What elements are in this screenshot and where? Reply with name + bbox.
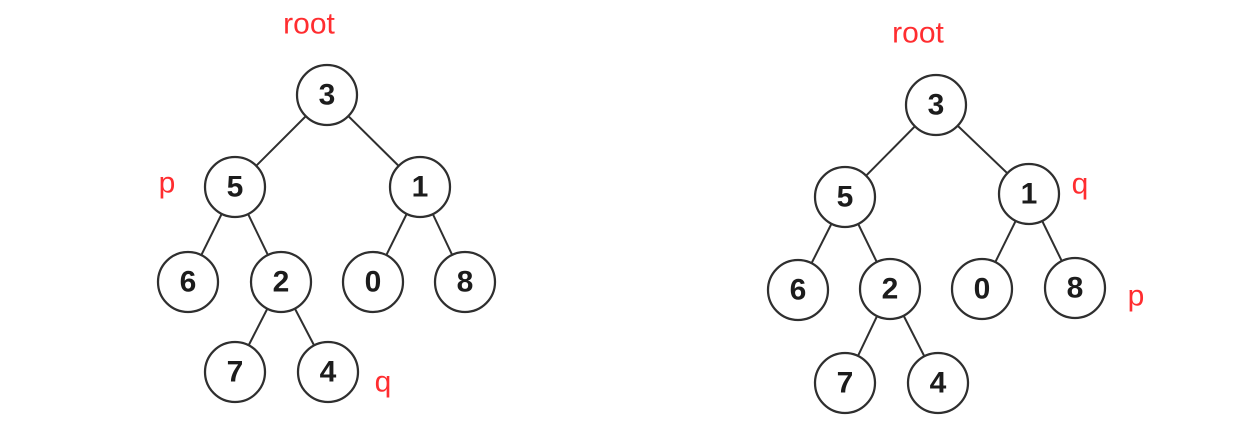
right-tree: 3 5 1 6 2 0 8 7 4 root q p [766,17,1145,415]
left-tree-node-5-value: 5 [227,171,244,204]
left-tree-node-3-circle [295,63,359,127]
right-tree-node-1-value: 1 [1021,178,1038,211]
left-tree-node-2-circle [249,250,313,314]
right-tree-node-4-value: 4 [930,367,947,400]
right-tree-label-root: root [892,17,944,50]
right-tree-node-2-value: 2 [882,273,899,306]
right-tree-node-0-circle [950,257,1014,321]
right-tree-node-1-circle [997,162,1061,226]
right-tree-node-6-value: 6 [790,274,807,307]
right-tree-label-q: q [1072,168,1089,201]
right-tree-node-4-circle [906,351,970,415]
left-tree-node-2-value: 2 [273,266,290,299]
left-tree-node-4-value: 4 [320,356,337,389]
right-tree-node-7-circle [813,351,877,415]
right-tree-node-5-circle [813,165,877,229]
left-tree-node-7-circle [203,340,267,404]
right-tree-node-3-circle [904,73,968,137]
right-tree-node-7-value: 7 [837,367,854,400]
left-tree-node-8-circle [433,250,497,314]
left-tree-node-0-circle [341,250,405,314]
left-tree-node-1-circle [388,155,452,219]
right-tree-label-p: p [1128,280,1145,313]
right-tree-node-5-value: 5 [837,181,854,214]
right-tree-node-8-circle [1043,256,1107,320]
right-tree-node-2-circle [858,257,922,321]
left-tree-node-6-value: 6 [180,266,197,299]
left-tree-node-3-value: 3 [319,79,336,112]
left-tree-node-8-value: 8 [457,266,474,299]
right-tree-node-8-value: 8 [1067,272,1084,305]
left-tree-node-1-value: 1 [412,171,429,204]
left-tree-node-7-value: 7 [227,356,244,389]
right-tree-node-3-value: 3 [928,89,945,122]
right-tree-node-6-circle [766,258,830,322]
right-tree-node-0-value: 0 [974,273,991,306]
left-tree-node-6-circle [156,250,220,314]
left-tree-label-q: q [375,366,392,399]
left-tree: 3 5 1 6 2 0 8 7 4 root p q [156,8,497,404]
left-tree-label-root: root [283,8,335,41]
left-tree-label-p: p [159,167,176,200]
left-tree-node-5-circle [203,155,267,219]
left-tree-node-0-value: 0 [365,266,382,299]
left-tree-node-4-circle [296,340,360,404]
